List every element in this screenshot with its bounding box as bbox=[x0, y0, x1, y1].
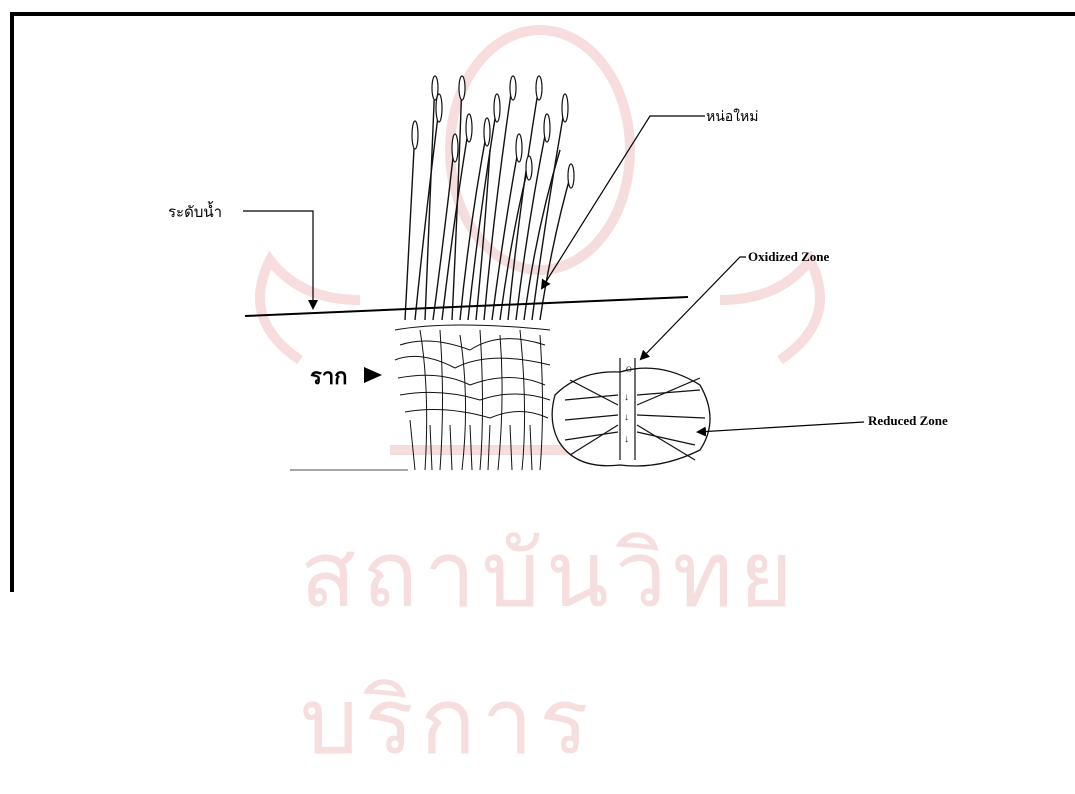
root-label: ราก bbox=[310, 359, 348, 394]
reduced-zone-leader bbox=[698, 422, 864, 432]
diagram-canvas: สถาบันวิทยบริการ bbox=[0, 0, 1075, 592]
new-shoot-leader bbox=[542, 116, 705, 288]
new-shoot-label: หน่อใหม่ bbox=[706, 106, 759, 128]
water-level-leader bbox=[243, 211, 313, 308]
plant-illustration: O ↓ ↓ ↓ bbox=[0, 0, 1075, 592]
svg-text:↓: ↓ bbox=[624, 434, 629, 445]
root-mass bbox=[395, 325, 550, 470]
oxidized-zone-label: Oxidized Zone bbox=[748, 249, 829, 265]
root-arrow bbox=[364, 367, 382, 383]
root-cross-section: O ↓ ↓ ↓ bbox=[552, 358, 710, 466]
svg-text:↓: ↓ bbox=[624, 392, 629, 403]
svg-text:↓: ↓ bbox=[624, 412, 629, 423]
svg-text:O: O bbox=[626, 365, 632, 374]
water-level-label: ระดับน้ำ bbox=[168, 200, 222, 224]
oxidized-zone-leader bbox=[641, 257, 746, 359]
reduced-zone-label: Reduced Zone bbox=[868, 413, 948, 429]
water-level-line bbox=[245, 297, 688, 316]
